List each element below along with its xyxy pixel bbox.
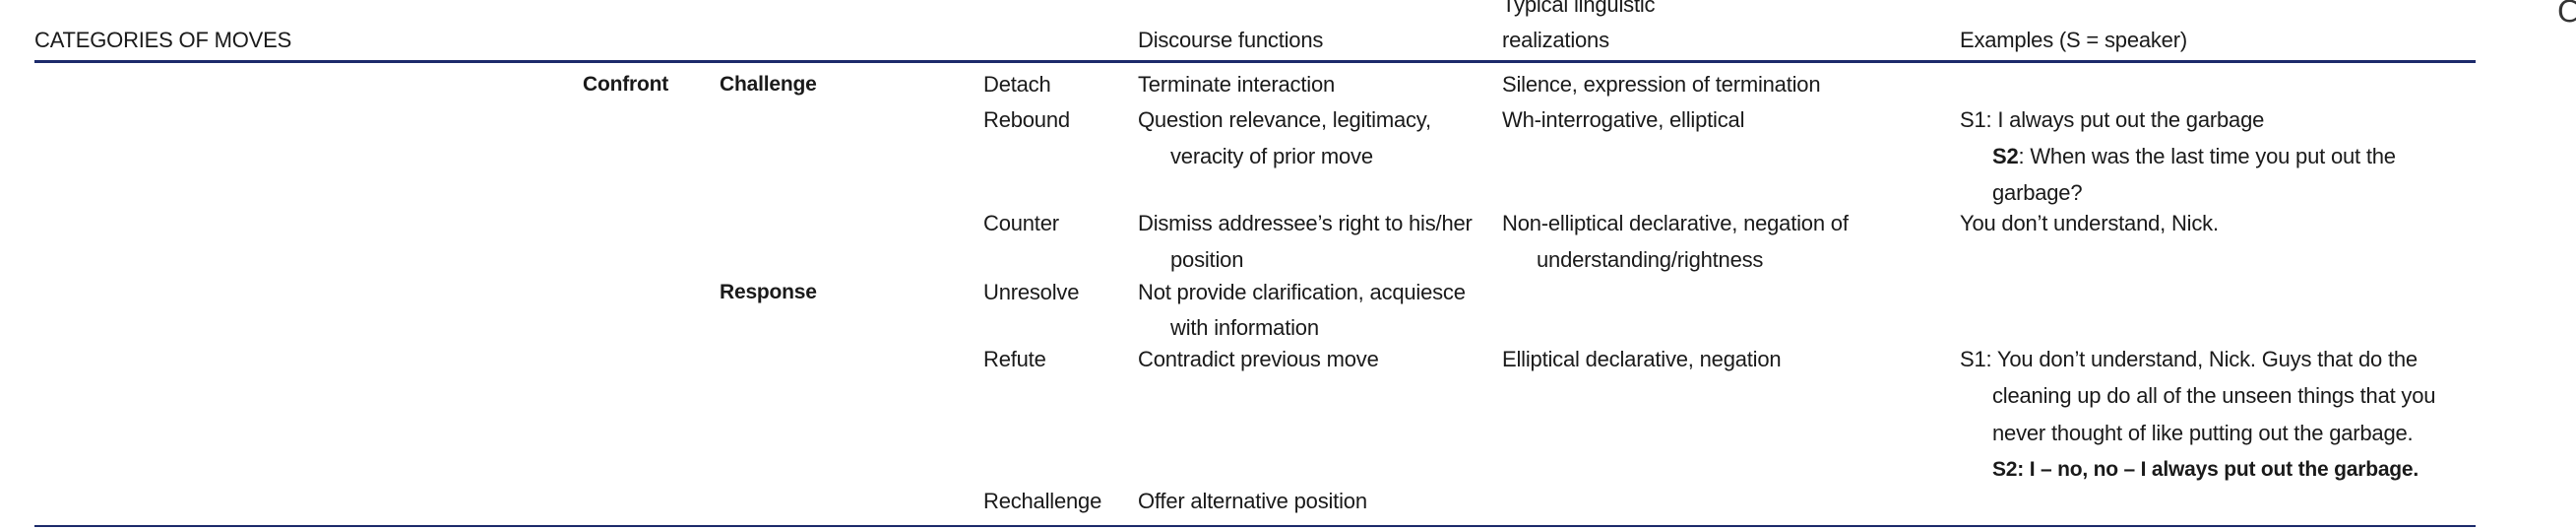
header-typical-linguistic-clip: Typical linguistic bbox=[1502, 0, 1797, 22]
example-counter: You don’t understand, Nick. bbox=[1960, 211, 2219, 235]
example-rebound-s2-line2: garbage? bbox=[1992, 180, 2083, 205]
example-rebound-s2-label: S2 bbox=[1992, 144, 2019, 168]
move-rechallenge: Rechallenge bbox=[983, 489, 1102, 513]
example-refute-line1: S1: You don’t understand, Nick. Guys tha… bbox=[1960, 347, 2418, 371]
function-counter-line2: position bbox=[1170, 247, 1244, 272]
example-refute-line2: cleaning up do all of the unseen things … bbox=[1992, 383, 2436, 408]
header-discourse-functions: Discourse functions bbox=[1138, 28, 1324, 52]
realization-counter-line2: understanding/rightness bbox=[1537, 247, 1764, 272]
function-unresolve-line2: with information bbox=[1170, 315, 1319, 340]
example-rebound-s1: S1: I always put out the garbage bbox=[1960, 107, 2265, 132]
header-examples: Examples (S = speaker) bbox=[1960, 28, 2187, 52]
header-categories-of-moves: CATEGORIES OF MOVES bbox=[34, 28, 292, 52]
realization-detach: Silence, expression of termination bbox=[1502, 72, 1821, 97]
example-refute-line3: never thought of like putting out the ga… bbox=[1992, 421, 2414, 445]
move-rebound: Rebound bbox=[983, 107, 1070, 132]
header-typical-linguistic-line2: realizations bbox=[1502, 28, 1609, 52]
move-counter: Counter bbox=[983, 211, 1059, 235]
example-rebound-s2-line1: S2: When was the last time you put out t… bbox=[1992, 138, 2396, 174]
move-unresolve: Unresolve bbox=[983, 280, 1080, 304]
realization-rebound: Wh-interrogative, elliptical bbox=[1502, 107, 1745, 132]
move-detach: Detach bbox=[983, 72, 1051, 97]
function-rechallenge: Offer alternative position bbox=[1138, 489, 1367, 513]
header-rule bbox=[34, 60, 2476, 63]
edge-glyph: C bbox=[2557, 0, 2576, 30]
function-rebound-line2: veracity of prior move bbox=[1170, 144, 1373, 168]
example-rebound-s2-text: : When was the last time you put out the bbox=[2018, 144, 2397, 168]
group-confront: Confront bbox=[583, 73, 669, 96]
move-refute: Refute bbox=[983, 347, 1046, 371]
bottom-rule bbox=[34, 525, 2476, 527]
group-response: Response bbox=[720, 281, 817, 303]
function-counter-line1: Dismiss addressee’s right to his/her bbox=[1138, 211, 1473, 235]
example-refute-line4: S2: I – no, no – I always put out the ga… bbox=[1992, 458, 2419, 481]
header-typical-linguistic-line1: Typical linguistic bbox=[1502, 0, 1656, 17]
function-unresolve-line1: Not provide clarification, acquiesce bbox=[1138, 280, 1466, 304]
function-refute: Contradict previous move bbox=[1138, 347, 1379, 371]
realization-refute: Elliptical declarative, negation bbox=[1502, 347, 1782, 371]
function-rebound-line1: Question relevance, legitimacy, bbox=[1138, 107, 1431, 132]
realization-counter-line1: Non-elliptical declarative, negation of bbox=[1502, 211, 1849, 235]
group-challenge: Challenge bbox=[720, 73, 817, 96]
function-detach: Terminate interaction bbox=[1138, 72, 1336, 97]
